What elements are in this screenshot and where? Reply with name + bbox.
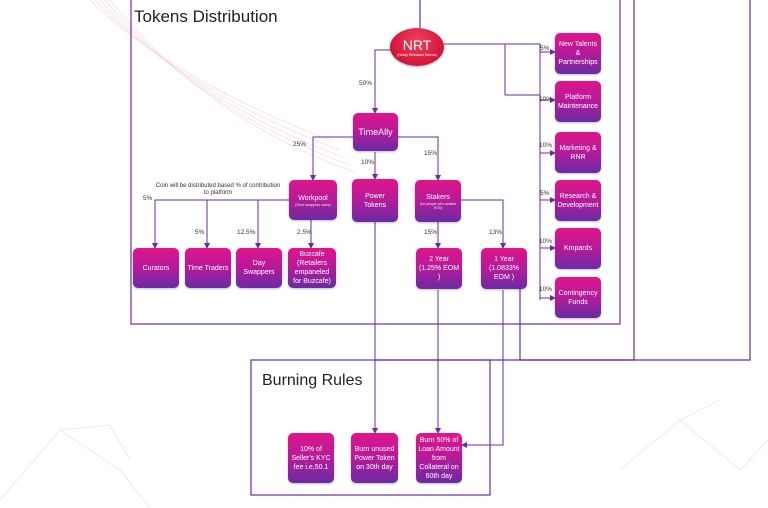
stakers-label: Stakers — [426, 193, 450, 201]
pct-stakers: 15% — [424, 150, 438, 157]
pct-kmpards: 10% — [539, 238, 553, 245]
tokens-distribution-title: Tokens Distribution — [134, 7, 278, 26]
workpool-note: Coin will be distributed based % of cont… — [155, 183, 281, 196]
unused-power-burn-node: Burn unused Power Token on 30th day — [351, 433, 398, 483]
workpool-subtitle: (Time swappers users) — [295, 202, 331, 207]
pct-platform-maintenance: 10% — [539, 96, 553, 103]
two-year-node: 2 Year (1.25% EOM ) — [416, 248, 462, 289]
curators-label: Curators — [142, 264, 170, 272]
background-network — [0, 399, 768, 508]
seller-kyc-label: 10% of Seller's KYC fee i.e,50.1 — [291, 445, 331, 471]
kmpards-label: Kmpards — [563, 245, 592, 252]
pct-contingency: 10% — [539, 286, 553, 293]
kmpards-node: Kmpards — [555, 228, 601, 269]
time-traders-label: Time Traders — [187, 264, 229, 272]
seller-kyc-burn-node: 10% of Seller's KYC fee i.e,50.1 — [288, 433, 334, 483]
one-year-node: 1 Year (1.0833% EOM ) — [481, 248, 527, 289]
loan-burn-label: Burn 50% of Loan Amount from Collateral … — [418, 436, 460, 480]
nrt-label: NRT — [402, 36, 432, 53]
pct-buzcafe: 2.5% — [297, 229, 312, 236]
power-tokens-node: Power Tokens — [352, 179, 398, 222]
pct-day-swappers: 12.5% — [237, 229, 256, 236]
contingency-node: Contingency Funds — [555, 277, 601, 318]
pct-one-year: 13% — [489, 229, 503, 236]
pct-time-traders: 5% — [195, 229, 205, 236]
pct-workpool: 25% — [293, 141, 307, 148]
platform-maintenance-label: Platform Maintenance — [557, 93, 599, 110]
research-node: Research & Development — [555, 180, 601, 221]
burning-rules-title: Burning Rules — [262, 372, 363, 389]
pct-new-talents: 5% — [540, 45, 550, 52]
unused-power-label: Burn unused Power Token on 30th day — [354, 445, 395, 471]
background-swoosh — [89, 0, 356, 173]
pct-two-year: 15% — [424, 229, 438, 236]
new-talents-label: New Talents & Partnerships — [558, 41, 598, 66]
time-traders-node: Time Traders — [185, 248, 231, 288]
pct-power: 10% — [361, 159, 375, 166]
buzcafe-node: Buzcafe (Retailers empaneled for Buzcafe… — [288, 248, 336, 288]
stakers-subtitle: (for people who availed ESS) — [419, 201, 457, 210]
contingency-label: Contingency Funds — [558, 289, 598, 306]
stakers-node: Stakers (for people who availed ESS) — [415, 180, 461, 222]
marketing-label: Marketing & RNR — [559, 144, 597, 161]
timeally-node: TimeAlly — [353, 113, 398, 151]
power-tokens-label: Power Tokens — [363, 192, 387, 209]
nrt-subtitle: (Newly Released Tokens) — [397, 52, 437, 57]
day-swappers-label: Day Swappers — [243, 260, 275, 276]
timeally-label: TimeAlly — [358, 126, 393, 137]
two-year-label: 2 Year (1.25% EOM ) — [418, 256, 460, 281]
nrt-node: NRT (Newly Released Tokens) — [390, 28, 444, 66]
day-swappers-node: Day Swappers — [236, 248, 282, 288]
pct-marketing: 10% — [539, 142, 553, 149]
new-talents-node: New Talents & Partnerships — [555, 33, 601, 74]
loan-burn-node: Burn 50% of Loan Amount from Collateral … — [416, 433, 462, 483]
pct-research: 5% — [540, 190, 550, 197]
one-year-label: 1 Year (1.0833% EOM ) — [489, 256, 519, 281]
workpool-node: Workpool (Time swappers users) — [289, 180, 337, 220]
marketing-node: Marketing & RNR — [555, 132, 601, 173]
curators-node: Curators — [133, 248, 179, 288]
pct-curators: 5% — [143, 195, 153, 202]
buzcafe-label: Buzcafe (Retailers empaneled for Buzcafe… — [293, 251, 331, 285]
workpool-label: Workpool — [298, 194, 328, 202]
pct-nrt-timeally: 50% — [359, 80, 373, 87]
platform-maintenance-node: Platform Maintenance — [555, 81, 601, 122]
research-label: Research & Development — [557, 192, 599, 209]
